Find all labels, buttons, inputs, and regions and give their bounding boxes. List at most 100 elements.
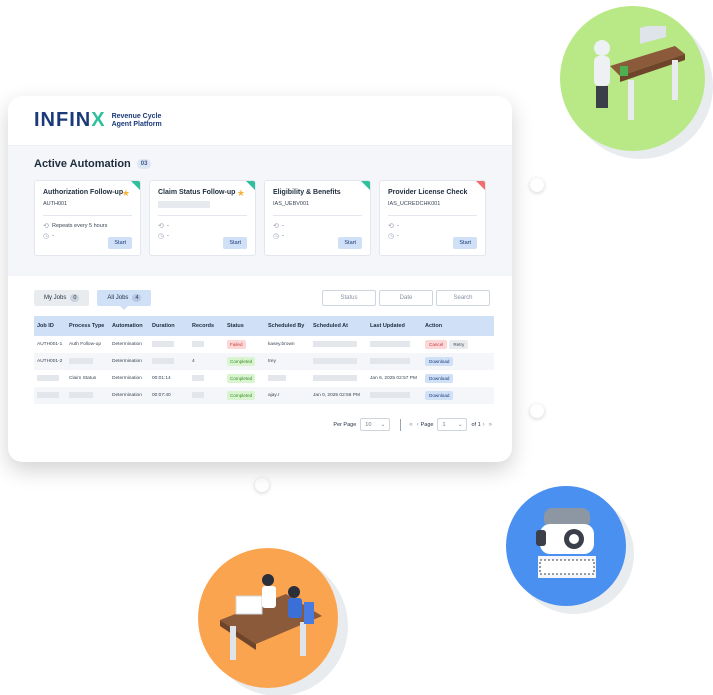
divider: [388, 215, 477, 216]
start-button[interactable]: Start: [453, 237, 477, 249]
column-header: Status: [227, 323, 244, 329]
schedule-row: ⟲-: [273, 223, 284, 230]
last-run-row: ◷-: [43, 233, 54, 240]
schedule-row: ⟲-: [158, 223, 169, 230]
download-button[interactable]: Download: [425, 374, 454, 383]
placeholder-bar: [152, 340, 174, 347]
cell-duration: 00:01:14: [152, 376, 171, 381]
retry-button[interactable]: Retry: [449, 340, 469, 349]
robot-desk-illustration: [594, 26, 685, 120]
start-button[interactable]: Start: [338, 237, 362, 249]
prev-page-button[interactable]: ‹: [416, 421, 419, 428]
card-code: [158, 201, 247, 209]
date-filter[interactable]: Date: [379, 290, 433, 306]
star-icon[interactable]: ★: [121, 188, 130, 198]
status-badge: Completed: [227, 357, 256, 366]
cell-job-id: [34, 370, 66, 387]
last-run-row: ◷-: [158, 233, 169, 240]
cell-updated: Jan 6, 2025 02:57 PM: [370, 376, 417, 381]
cell-process: Auth Follow-up: [69, 342, 101, 347]
decor-dot: [530, 178, 544, 192]
placeholder-bar: [268, 374, 286, 381]
pagination: Per Page 10⌄ « ‹ Page 1⌄ of 1 › »: [34, 418, 494, 431]
cell-automation: Determination: [112, 359, 142, 364]
cell-records: [189, 387, 224, 404]
column-header: Scheduled By: [268, 323, 305, 329]
automation-card[interactable]: ★Claim Status Follow-up ⟲- ◷- Start: [149, 180, 256, 256]
filters: Status Date Search: [322, 290, 490, 306]
column-header: Process Type: [69, 323, 105, 329]
column-header: Scheduled At: [313, 323, 348, 329]
placeholder-bar: [152, 357, 174, 364]
card-code: AUTH001: [43, 201, 68, 207]
per-page-select[interactable]: 10⌄: [360, 418, 391, 431]
download-button[interactable]: Download: [425, 391, 454, 400]
download-button[interactable]: Download: [425, 357, 454, 366]
cell-duration: 00:07:40: [152, 393, 171, 398]
search-input[interactable]: Search: [436, 290, 490, 306]
star-icon[interactable]: ★: [236, 188, 245, 198]
cell-actions: Download: [422, 353, 494, 370]
cell-status: Failed: [224, 336, 265, 353]
placeholder-bar: [370, 340, 410, 347]
last-run-row: ◷-: [388, 233, 399, 240]
card-title: Claim Status Follow-up: [158, 189, 236, 196]
status-corner: [476, 181, 485, 190]
schedule-row: ⟲Repeats every 5 hours: [43, 223, 108, 230]
repeat-icon: ⟲: [43, 223, 49, 230]
status-corner: [131, 181, 140, 190]
page-select[interactable]: 1⌄: [437, 418, 468, 431]
cell-actions: Download: [422, 387, 494, 404]
cell-by: kasey.brown: [268, 342, 295, 347]
card-title: Authorization Follow-up: [43, 189, 124, 196]
cell-status: Completed: [224, 370, 265, 387]
status-filter[interactable]: Status: [322, 290, 376, 306]
column-header: Last Updated: [370, 323, 405, 329]
page-total: of 1: [471, 421, 481, 428]
decor-dot: [530, 404, 544, 418]
active-automation-header: Active Automation 03: [34, 158, 490, 170]
placeholder-bar: [313, 357, 357, 364]
cell-actions: Download: [422, 370, 494, 387]
per-page-label: Per Page: [333, 421, 357, 428]
next-page-button[interactable]: ›: [482, 421, 485, 428]
card-title: Provider License Check: [388, 189, 468, 196]
chevron-down-icon: ⌄: [380, 421, 386, 428]
status-badge: Failed: [227, 340, 246, 349]
automation-count-badge: 03: [136, 159, 152, 169]
cell-at: [310, 353, 367, 370]
clock-icon: ◷: [388, 233, 395, 240]
last-run-row: ◷-: [273, 233, 284, 240]
divider: [400, 418, 402, 431]
cancel-button[interactable]: Cancel: [425, 340, 448, 349]
column-header: Job ID: [37, 323, 54, 329]
brand-logo: INFINX: [34, 109, 106, 131]
last-page-button[interactable]: »: [488, 421, 492, 428]
cell-automation: Determination: [112, 393, 142, 398]
placeholder-bar: [37, 374, 59, 381]
cell-records: [189, 336, 224, 353]
status-badge: Completed: [227, 374, 256, 383]
start-button[interactable]: Start: [108, 237, 132, 249]
clock-icon: ◷: [273, 233, 280, 240]
robot-head-illustration: [536, 508, 596, 578]
cell-process: [66, 353, 109, 370]
start-button[interactable]: Start: [223, 237, 247, 249]
cell-duration: [149, 353, 189, 370]
first-page-button[interactable]: «: [409, 421, 413, 428]
placeholder-bar: [69, 357, 93, 364]
column-header: Duration: [152, 323, 175, 329]
team-desk-illustration: [220, 574, 322, 660]
